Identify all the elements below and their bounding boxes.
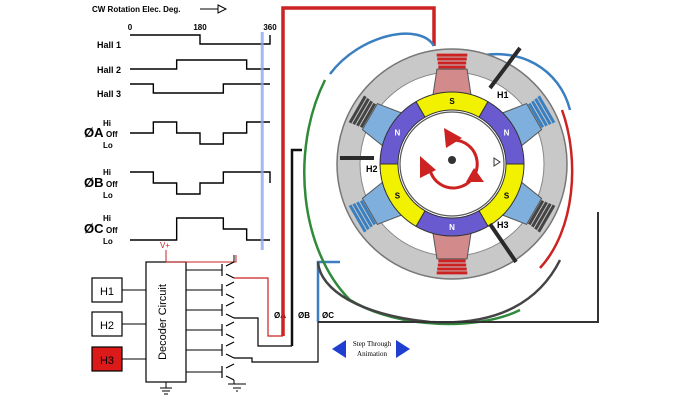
bridge-ground-icon [228,383,246,392]
transistor-a-lo-icon [221,281,235,299]
hall-3-waveform [130,83,270,94]
phase-b-off: Off [106,180,118,189]
phase-a-winding [539,109,574,269]
rotation-arrowhead-icon [217,4,228,14]
gate-drive-lines [186,269,222,373]
tick-label-360: 360 [263,23,277,32]
step-controls: Step Through Animation [332,340,410,358]
step-back-button[interactable] [332,340,346,358]
phase-b-hi: Hi [103,168,111,177]
rotation-header: CW Rotation Elec. Deg. [92,5,180,14]
step-label-line2: Animation [357,350,387,358]
tick-label-0: 0 [128,23,133,32]
transistor-c-hi-icon [221,341,235,359]
rotor-pole-label: S [449,97,455,106]
motor-hall-h3-label: H3 [497,220,509,230]
transistor-b-hi-icon [221,301,235,319]
rotor-magnet-segment [379,100,426,165]
sensor-box-h3-active[interactable] [91,346,123,372]
stator-tooth [432,53,472,98]
phase-a-lo: Lo [103,141,113,150]
motor-hall-h2-label: H2 [366,164,378,174]
phase-b-output-wire [234,317,292,347]
step-forward-button[interactable] [396,340,410,358]
phase-c-waveform [130,217,270,241]
step-label-line1: Step Through [353,340,392,348]
phase-c-lo: Lo [103,237,113,246]
rotor-pole-label: N [504,129,510,138]
hall-1-label: Hall 1 [97,40,121,50]
phase-a-output-wire [234,277,283,337]
phase-a-off: Off [106,130,118,139]
rotor-magnets: S N S N S N [379,91,525,237]
decoder-box [145,261,187,383]
hall-1-waveform [130,34,271,45]
neutral-return-wire [318,212,599,323]
output-label-a: ØA [274,311,286,320]
phase-a-waveform [130,121,270,145]
rotor-pole-label: N [395,129,401,138]
phase-c-off: Off [106,226,118,235]
motor-hall-h1-label: H1 [497,90,509,100]
output-label-c: ØC [322,311,334,320]
supply-label: V+ [160,241,170,250]
transistor-bridge [221,255,246,392]
stator-tooth [348,95,405,148]
phase-b-waveform [130,171,271,195]
phase-c-name: ØC [84,221,104,236]
stator-tooth [499,180,556,233]
rotor-pole-label: N [449,223,455,232]
stator-tooth [499,95,556,148]
stator-teeth [348,53,556,275]
tick-label-180: 180 [193,23,207,32]
timing-diagram: CW Rotation Elec. Deg. 0 180 360 Hall 1 … [84,4,277,250]
phase-b-name: ØB [84,175,104,190]
rotor-direction-arrow-icon [493,157,501,167]
hall-sensor-h1-rod [488,46,522,90]
sensor-box-h3-label: H3 [100,355,114,367]
hall-2-waveform [130,59,270,70]
phase-b-lo: Lo [103,191,113,200]
rotation-indicator-icon [420,128,484,190]
hall-sensor-h3-rod [488,222,518,264]
supply-rail [166,255,237,263]
phase-a-name: ØA [84,125,104,140]
decoder-label: Decoder Circuit [157,284,169,360]
hall-3-label: Hall 3 [97,89,121,99]
stator-tooth [432,230,472,275]
transistor-a-hi-icon [221,261,235,279]
output-label-b: ØB [298,311,310,320]
hall-2-label: Hall 2 [97,65,121,75]
motor-diagram: S N S N S N H1 H2 H3 [281,6,599,346]
phase-c-hi: Hi [103,214,111,223]
decoder-ground-icon [160,382,172,395]
phase-c-labels: Hi ØC Off Lo [84,214,118,246]
rotor-pole-label: S [395,192,401,201]
phase-a-hi: Hi [103,119,111,128]
sensor-connectors [122,289,146,360]
decoder-circuit-block: H1 H2 H3 Decoder Circuit V+ [91,241,334,395]
phase-c-output-wire [234,322,319,363]
phase-a-labels: Hi ØA Off Lo [84,119,118,150]
phase-a-lead [281,6,436,336]
rotor-pole-label: S [504,192,510,201]
sensor-box-h2-label: H2 [100,320,114,332]
sensor-box-h1-label: H1 [100,286,114,298]
transistor-b-lo-icon [221,321,235,339]
stator-tooth [348,180,405,233]
transistor-c-lo-icon [221,363,235,381]
phase-b-labels: Hi ØB Off Lo [84,168,118,200]
phase-b-lead [290,148,302,346]
